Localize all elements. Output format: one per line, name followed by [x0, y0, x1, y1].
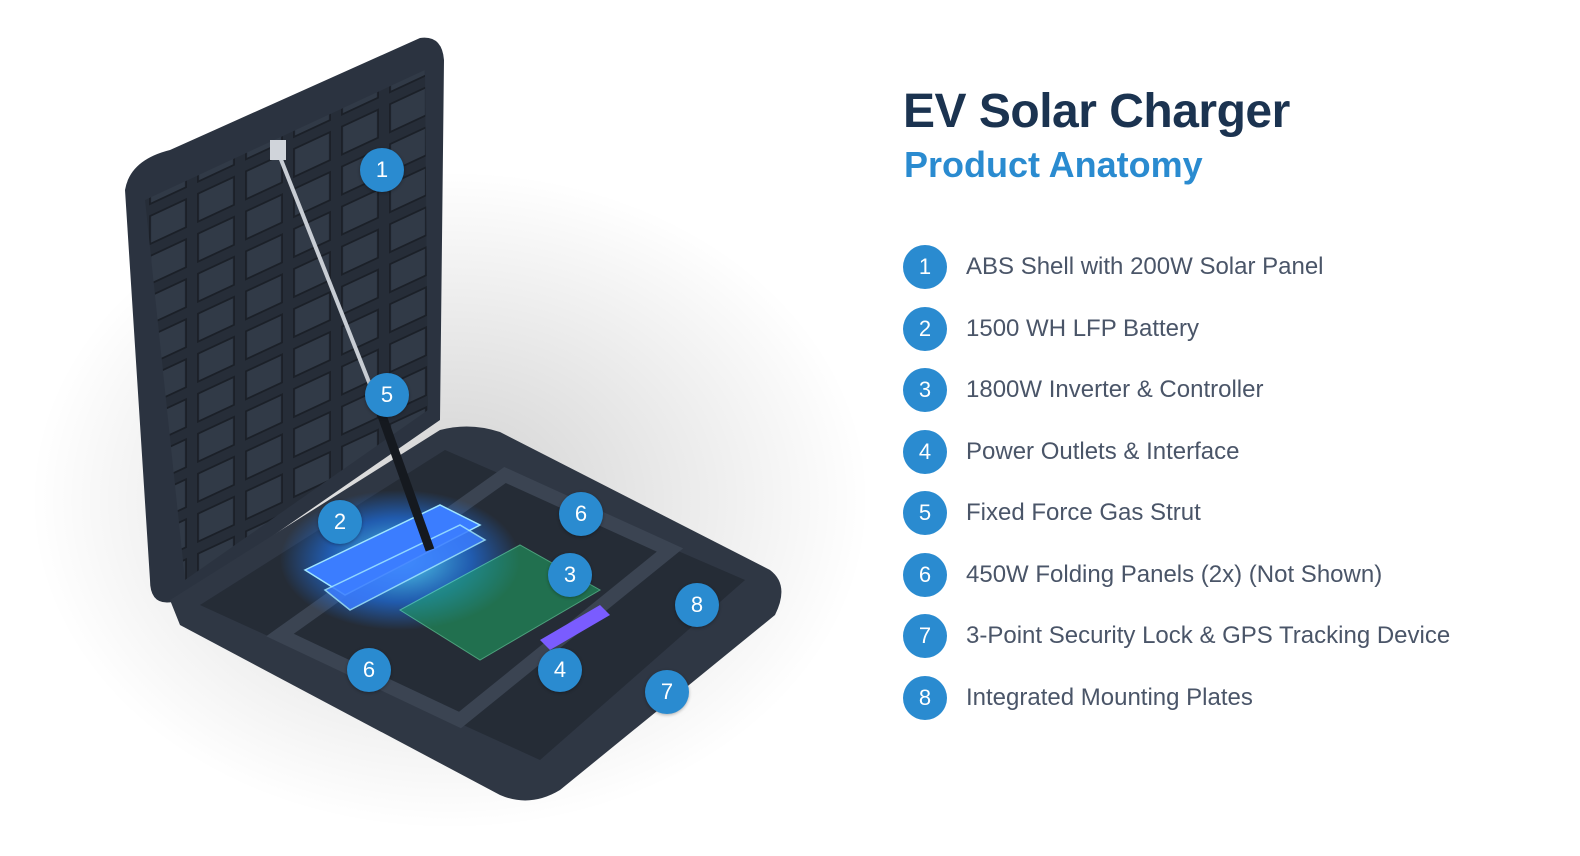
callout-marker-6-top: 6: [559, 492, 603, 536]
legend-item: 8 Integrated Mounting Plates: [903, 675, 1450, 720]
callout-marker-1: 1: [360, 148, 404, 192]
callout-marker-3: 3: [548, 553, 592, 597]
product-illustration: [30, 37, 870, 830]
legend-label: 1800W Inverter & Controller: [966, 376, 1264, 403]
legend-item: 7 3-Point Security Lock & GPS Tracking De…: [903, 614, 1450, 658]
legend-label: ABS Shell with 200W Solar Panel: [966, 253, 1324, 280]
callout-marker-8: 8: [675, 583, 719, 627]
callout-marker-4: 4: [538, 648, 582, 692]
callout-marker-5: 5: [365, 373, 409, 417]
legend-number-badge: 8: [903, 675, 947, 720]
legend-label: Integrated Mounting Plates: [966, 683, 1253, 711]
legend-number-badge: 2: [903, 306, 947, 351]
legend-item: 3 1800W Inverter & Controller: [903, 368, 1450, 412]
gas-strut-rod: [276, 151, 382, 411]
callout-marker-2: 2: [318, 500, 362, 544]
legend-label: 450W Folding Panels (2x) (Not Shown): [966, 560, 1383, 588]
gas-strut-body: [375, 408, 435, 552]
battery-cells: [303, 504, 487, 611]
callout-marker-7: 7: [645, 670, 689, 714]
legend-number-badge: 5: [903, 491, 947, 535]
legend-item: 1 ABS Shell with 200W Solar Panel: [903, 245, 1450, 289]
legend-number-badge: 3: [903, 368, 947, 412]
legend-item: 5 Fixed Force Gas Strut: [903, 491, 1450, 535]
strut-mount: [270, 140, 286, 160]
legend-item: 6 450W Folding Panels (2x) (Not Shown): [903, 552, 1450, 597]
legend-label: Power Outlets & Interface: [966, 437, 1240, 465]
page-subtitle: Product Anatomy: [904, 144, 1203, 185]
legend-item: 2 1500 WH LFP Battery: [903, 306, 1450, 351]
lid-inner-ribs: [145, 70, 428, 580]
legend-label: Fixed Force Gas Strut: [966, 499, 1201, 526]
anatomy-legend: 1 ABS Shell with 200W Solar Panel 2 1500 W…: [903, 245, 1450, 737]
legend-number-badge: 7: [903, 614, 947, 658]
page-title: EV Solar Charger: [903, 85, 1290, 138]
legend-label: 1500 WH LFP Battery: [966, 314, 1199, 342]
legend-number-badge: 1: [903, 245, 947, 289]
legend-item: 4 Power Outlets & Interface: [903, 429, 1450, 474]
callout-marker-6-bottom: 6: [347, 648, 391, 692]
outlets-panel: [540, 605, 610, 650]
legend-label: 3-Point Security Lock & GPS Tracking Dev…: [966, 622, 1451, 649]
legend-number-badge: 4: [903, 429, 947, 474]
legend-number-badge: 6: [903, 552, 947, 597]
